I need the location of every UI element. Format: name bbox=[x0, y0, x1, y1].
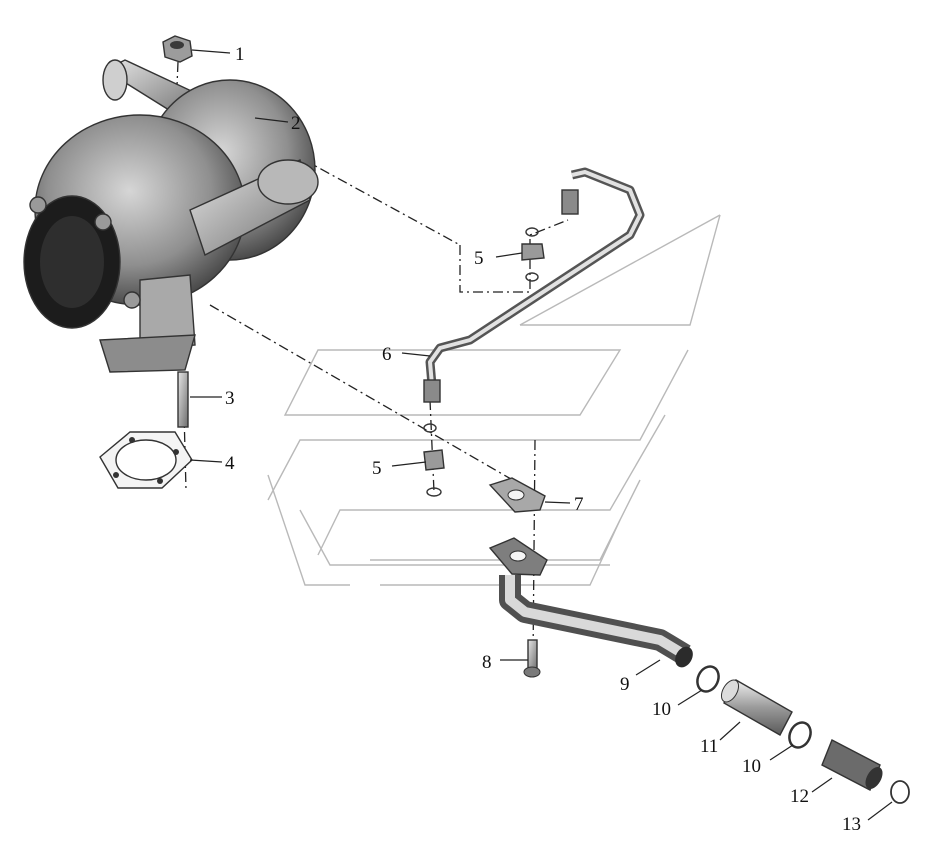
part-5-lower-fitting bbox=[423, 423, 445, 497]
callout-11: 11 bbox=[700, 736, 718, 757]
part-1-nut bbox=[162, 35, 193, 63]
callout-10-lower: 10 bbox=[742, 756, 761, 777]
callout-3: 3 bbox=[225, 388, 235, 409]
callout-7: 7 bbox=[574, 494, 584, 515]
part-7-flange-gasket bbox=[488, 477, 546, 513]
callout-13: 13 bbox=[842, 814, 861, 835]
callout-2: 2 bbox=[291, 113, 301, 134]
callout-8: 8 bbox=[482, 652, 492, 673]
part-13-seal-ring bbox=[890, 780, 910, 804]
background-watermark bbox=[267, 214, 721, 586]
part-9-oil-return-pipe bbox=[488, 537, 693, 668]
callout-12: 12 bbox=[790, 786, 809, 807]
callouts: 1 2 3 4 5 5 6 7 8 9 10 11 10 12 13 bbox=[225, 44, 861, 835]
turbocharger bbox=[23, 59, 319, 373]
part-3-stud bbox=[177, 371, 189, 428]
callout-4: 4 bbox=[225, 453, 235, 474]
leader-lines bbox=[189, 49, 893, 821]
part-10-hose-clamp bbox=[788, 721, 812, 749]
callout-5-lower: 5 bbox=[372, 458, 382, 479]
part-5-upper-fitting bbox=[521, 227, 545, 282]
callout-6: 6 bbox=[382, 344, 392, 365]
callout-10-upper: 10 bbox=[652, 699, 671, 720]
part-10-hose-clamp bbox=[696, 665, 720, 693]
part-12-connector bbox=[821, 739, 883, 791]
callout-1: 1 bbox=[235, 44, 245, 65]
part-4-gasket bbox=[99, 431, 193, 489]
callout-9: 9 bbox=[620, 674, 630, 695]
part-11-hose bbox=[720, 679, 793, 736]
part-8-bolt bbox=[523, 639, 541, 678]
part-6-oil-feed-pipe bbox=[423, 167, 645, 403]
callout-5-upper: 5 bbox=[474, 248, 484, 269]
